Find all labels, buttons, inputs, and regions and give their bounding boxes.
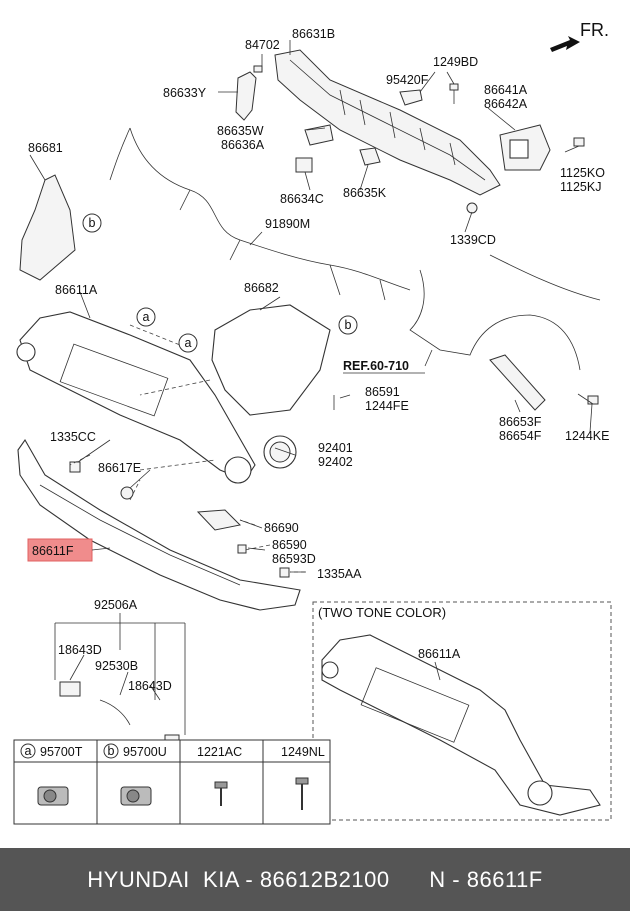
label-86690: 86690 [264, 521, 299, 535]
callout-a-2: a [178, 333, 198, 353]
cap-86617e [120, 486, 134, 500]
part-labels: 84702 86631B 1249BD 95420F 86641A 86642A… [28, 27, 609, 693]
parts-diagram: FR. [13, 20, 612, 825]
screw-icon [214, 781, 228, 806]
legend-table: a 95700T b 95700U 1221AC 1249NL [13, 739, 331, 825]
label-86636a: 86636A [221, 138, 265, 152]
label-92402: 92402 [318, 455, 353, 469]
screw-86590 [237, 544, 247, 554]
legend-cell-a: a 95700T [20, 743, 83, 806]
bolt-1244ke [577, 393, 599, 405]
clip-86635k [359, 147, 381, 166]
label-1335cc: 1335CC [50, 430, 96, 444]
footer-bar: HYUNDAI KIA - 86612B2100 N - 86611F [0, 848, 630, 911]
label-86681: 86681 [28, 141, 63, 155]
label-1339cd: 1339CD [450, 233, 496, 247]
label-84702: 84702 [245, 38, 280, 52]
label-92506a: 92506A [94, 598, 138, 612]
legend-cell-b: b 95700U [103, 743, 167, 806]
ref-label: REF.60-710 [343, 359, 409, 373]
clip-1335aa [279, 567, 290, 578]
label-86591: 86591 [365, 385, 400, 399]
legend-cell-1249nl: 1249NL [281, 745, 325, 810]
label-1244ke: 1244KE [565, 429, 609, 443]
inset-title: (TWO TONE COLOR) [318, 605, 446, 620]
label-1125ko: 1125KO [560, 166, 605, 180]
label-18643d-a: 18643D [58, 643, 102, 657]
screw-icon [295, 777, 309, 810]
front-label: FR. [580, 20, 609, 40]
bracket-86633y [235, 71, 257, 121]
clip-86634c [295, 157, 313, 173]
svg-text:b: b [89, 216, 96, 230]
bumper-cover-86611a [19, 311, 256, 481]
legend-part-1249nl: 1249NL [281, 745, 325, 759]
label-86642a: 86642A [484, 97, 528, 111]
footer-code: N - 86611F [429, 866, 543, 892]
label-86641a: 86641A [484, 83, 528, 97]
label-86611a: 86611A [55, 283, 98, 297]
svg-text:a: a [143, 310, 150, 324]
bracket-86635w [304, 124, 334, 146]
label-86653f: 86653F [499, 415, 542, 429]
bracket-95420f [399, 89, 423, 106]
label-92530b: 92530B [95, 659, 138, 673]
two-tone-inset: (TWO TONE COLOR) 86611A [312, 601, 612, 821]
front-direction-indicator: FR. [550, 20, 609, 52]
side-panel-86682 [211, 304, 331, 416]
label-86633y: 86633Y [163, 86, 207, 100]
svg-text:b: b [345, 318, 352, 332]
body-outline [409, 254, 601, 371]
sensor-icon [120, 786, 152, 806]
bumper-beam [274, 49, 501, 196]
label-1249bd: 1249BD [433, 55, 478, 69]
label-86654f: 86654F [499, 429, 542, 443]
legend-cell-1221ac: 1221AC [197, 745, 242, 806]
legend-part-1221ac: 1221AC [197, 745, 242, 759]
footer-brand: HYUNDAI KIA - 86612B2100 [87, 866, 390, 892]
side-bracket-86681 [19, 174, 76, 281]
label-86617e: 86617E [98, 461, 141, 475]
inset-label-86611a: 86611A [418, 647, 461, 661]
reference-note: REF.60-710 [343, 349, 433, 374]
svg-text:a: a [185, 336, 192, 350]
svg-text:a: a [25, 744, 32, 758]
bracket-86653f [489, 354, 546, 411]
callout-b-1: b [82, 213, 102, 233]
label-1335aa: 1335AA [317, 567, 362, 581]
label-18643d-b: 18643D [128, 679, 172, 693]
callout-b-2: b [338, 315, 358, 335]
bolt-1249bd [449, 83, 459, 104]
legend-part-95700u: 95700U [123, 745, 167, 759]
label-86593d: 86593D [272, 552, 316, 566]
label-86635w: 86635W [217, 124, 264, 138]
label-86635k: 86635K [343, 186, 387, 200]
nut-1339cd [466, 202, 478, 214]
clip-1335cc [69, 461, 81, 473]
label-86634c: 86634C [280, 192, 324, 206]
clip-84702 [253, 65, 263, 73]
sensor-icon [37, 786, 69, 806]
label-86611f: 86611F [32, 544, 74, 558]
callout-a-1: a [136, 307, 156, 327]
svg-text:b: b [108, 744, 115, 758]
label-86590: 86590 [272, 538, 307, 552]
cover-86690 [196, 509, 242, 531]
label-91890m: 91890M [265, 217, 310, 231]
highlighted-part-label[interactable]: 86611F [27, 538, 111, 562]
bolt-1125ko [564, 137, 585, 153]
label-92401: 92401 [318, 441, 353, 455]
label-95420f: 95420F [386, 73, 429, 87]
label-86682: 86682 [244, 281, 279, 295]
legend-part-95700t: 95700T [40, 745, 83, 759]
label-1125kj: 1125KJ [560, 180, 601, 194]
front-arrow-icon [550, 36, 580, 52]
label-1244fe: 1244FE [365, 399, 409, 413]
lower-bumper-86611f [17, 438, 301, 611]
label-86631b: 86631B [292, 27, 335, 41]
